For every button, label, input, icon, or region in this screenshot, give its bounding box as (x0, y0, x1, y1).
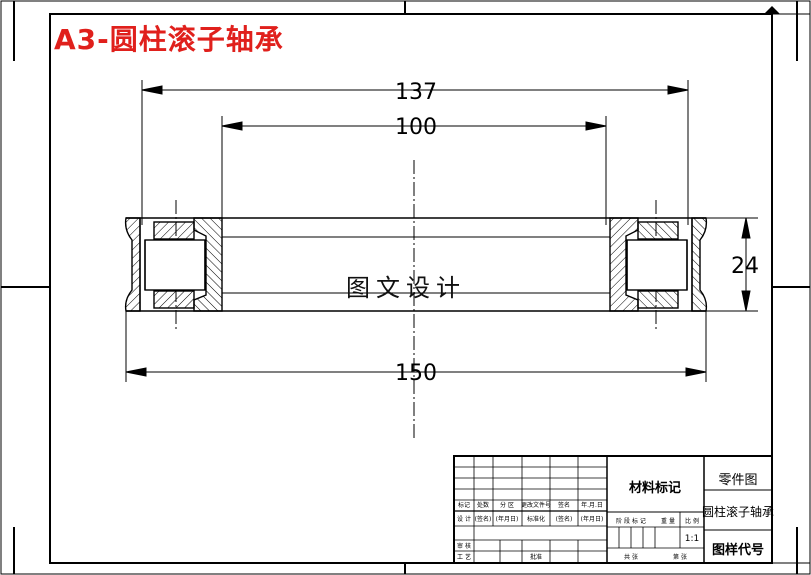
tb-sign3: (签名) (556, 515, 573, 523)
tb-weight: 重 量 (661, 517, 675, 525)
tb-process: 工 艺 (457, 553, 471, 561)
tb-review: 审 核 (457, 542, 471, 550)
tb-date: 年.月.日 (581, 501, 603, 509)
tb-count: 处数 (477, 501, 489, 509)
title-block (453, 455, 773, 564)
tb-design: 设 计 (457, 515, 471, 523)
tb-date3: (年月日) (581, 515, 604, 523)
bearing-section (124, 217, 708, 312)
tb-stage-mark: 阶 段 标 记 (616, 517, 646, 525)
tb-sign: 签名 (558, 501, 570, 509)
tb-total: 共 张 (624, 553, 638, 561)
tb-sign2: (签名) (475, 515, 492, 523)
title-block-text: 材料标记 零件图 圆柱滚子轴承 图样代号 1:1 标记 处数 分 区 更改文件号… (457, 473, 774, 561)
dimension-lines (125, 80, 758, 382)
tb-scale: 1:1 (685, 534, 699, 544)
drawing-title: A3-圆柱滚子轴承 (54, 23, 284, 56)
center-lines (175, 160, 657, 440)
tb-material-mark: 材料标记 (629, 480, 681, 496)
tb-date2: (年月日) (496, 515, 519, 523)
tb-mark: 标记 (458, 501, 470, 509)
tb-drawing-code: 图样代号 (712, 542, 764, 558)
tb-zone: 分 区 (500, 501, 514, 509)
dim-overall-width: 150 (395, 361, 437, 386)
dim-inner-diameter: 100 (395, 115, 437, 140)
dim-height: 24 (731, 254, 759, 279)
dim-outer-diameter: 137 (395, 80, 437, 105)
tb-part-name: 圆柱滚子轴承 (702, 504, 774, 519)
tb-part-drawing: 零件图 (718, 473, 757, 488)
watermark-text: 图文设计 (346, 274, 466, 302)
tb-approve: 批准 (530, 553, 542, 561)
tb-ratio: 比 例 (685, 517, 699, 525)
tb-sheet: 第 张 (673, 553, 687, 561)
tb-standard: 标准化 (527, 515, 545, 523)
tb-change-doc: 更改文件号 (521, 501, 551, 509)
